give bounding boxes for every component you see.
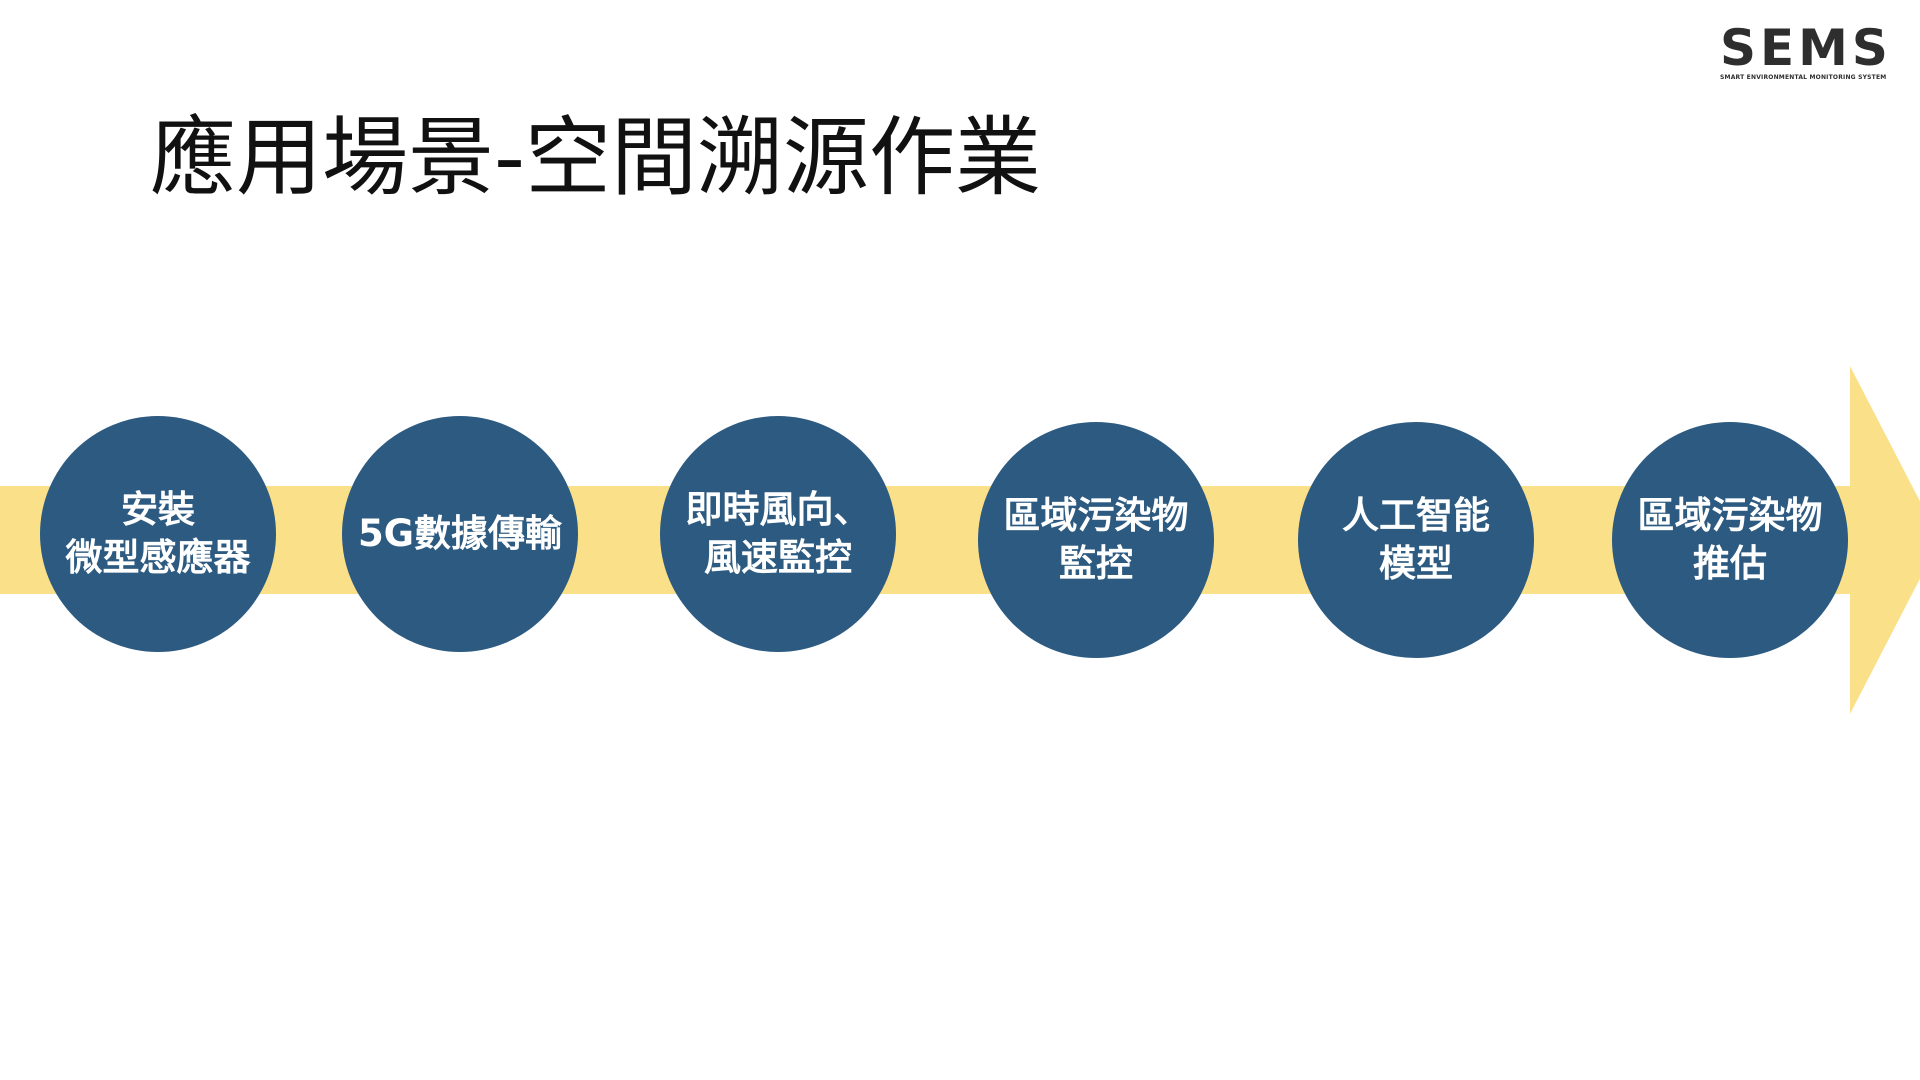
process-flow: 安裝 微型感應器 5G數據傳輸 即時風向、 風速監控 區域污染物 監控 人工智能…: [0, 360, 1920, 720]
sems-logo: SEMS SMART ENVIRONMENTAL MONITORING SYST…: [1720, 19, 1892, 82]
step-label: 即時風向、 風速監控: [685, 488, 871, 579]
step-5g-transmission: 5G數據傳輸: [342, 416, 578, 652]
step-label: 5G數據傳輸: [357, 512, 563, 555]
step-label: 區域污染物 推估: [1637, 494, 1823, 585]
step-pollutant-monitoring: 區域污染物 監控: [978, 422, 1214, 658]
step-pollutant-estimation: 區域污染物 推估: [1612, 422, 1848, 658]
step-label: 區域污染物 監控: [1003, 494, 1189, 585]
step-label: 安裝 微型感應器: [65, 488, 251, 579]
logo-tagline: SMART ENVIRONMENTAL MONITORING SYSTEM: [1720, 74, 1887, 81]
step-install-sensors: 安裝 微型感應器: [40, 416, 276, 652]
logo-wordmark: SEMS: [1720, 19, 1892, 77]
step-label: 人工智能 模型: [1342, 494, 1490, 585]
flow-arrow-band: [0, 486, 1852, 594]
step-ai-model: 人工智能 模型: [1298, 422, 1534, 658]
flow-arrow-head: [1850, 366, 1920, 714]
step-wind-monitoring: 即時風向、 風速監控: [660, 416, 896, 652]
page-title: 應用場景-空間溯源作業: [150, 108, 1042, 208]
